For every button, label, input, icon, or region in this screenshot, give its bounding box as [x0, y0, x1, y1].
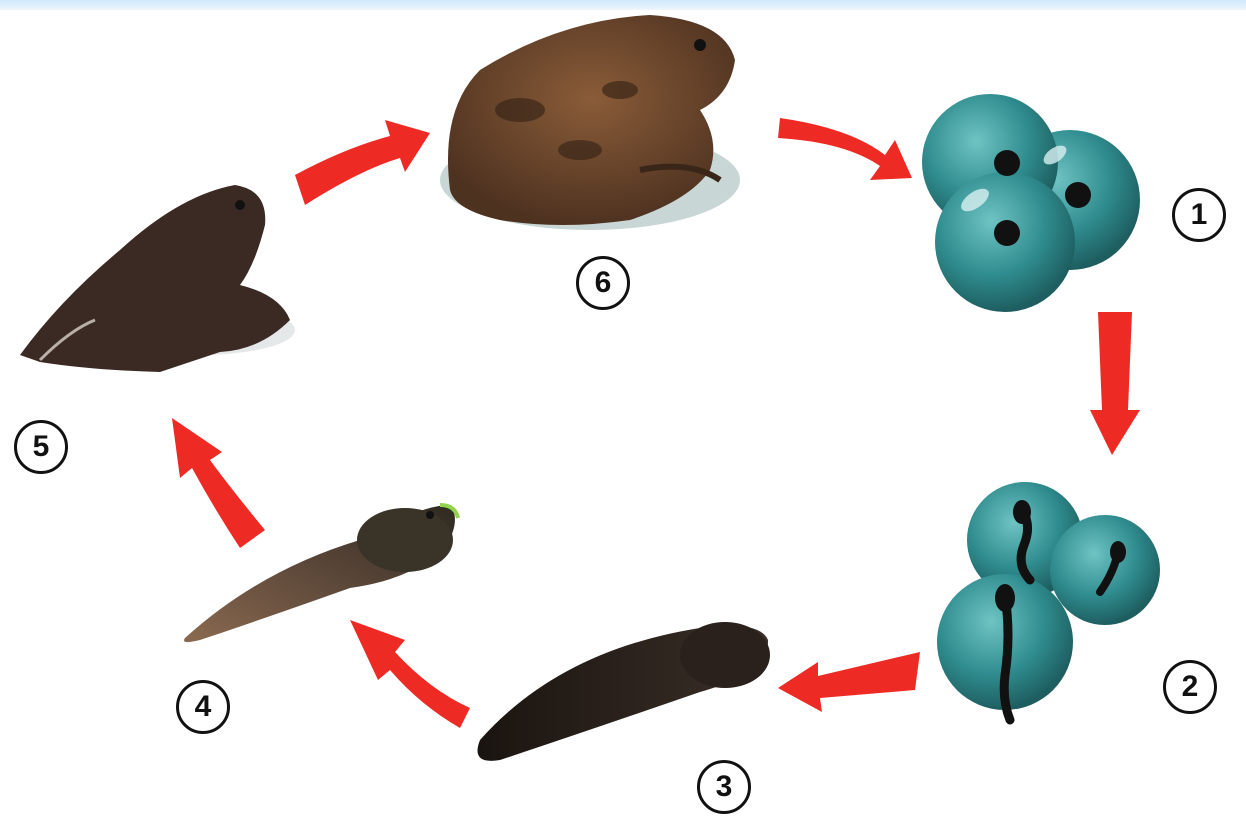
adult-frog-icon: [440, 15, 740, 230]
arrow-1-to-2-icon: [1090, 312, 1140, 455]
arrow-6-to-1-icon: [778, 118, 912, 180]
arrow-4-to-5-icon: [172, 418, 265, 548]
arrow-5-to-6-icon: [295, 120, 430, 205]
froglet-icon: [20, 185, 295, 372]
stage-label-3: 3: [697, 760, 751, 814]
tadpole-with-legs-icon: [184, 505, 458, 642]
stage-label-4: 4: [176, 680, 230, 734]
embryo-eggs-icon: [937, 482, 1160, 720]
stage-label-2: 2: [1163, 660, 1217, 714]
eggs-icon: [922, 94, 1140, 312]
stage-label-1: 1: [1172, 188, 1226, 242]
arrow-2-to-3-icon: [778, 652, 920, 712]
stage-label-6: 6: [576, 256, 630, 310]
arrow-3-to-4-icon: [350, 620, 470, 728]
tadpole-icon: [478, 622, 771, 761]
stage-label-5: 5: [14, 420, 68, 474]
